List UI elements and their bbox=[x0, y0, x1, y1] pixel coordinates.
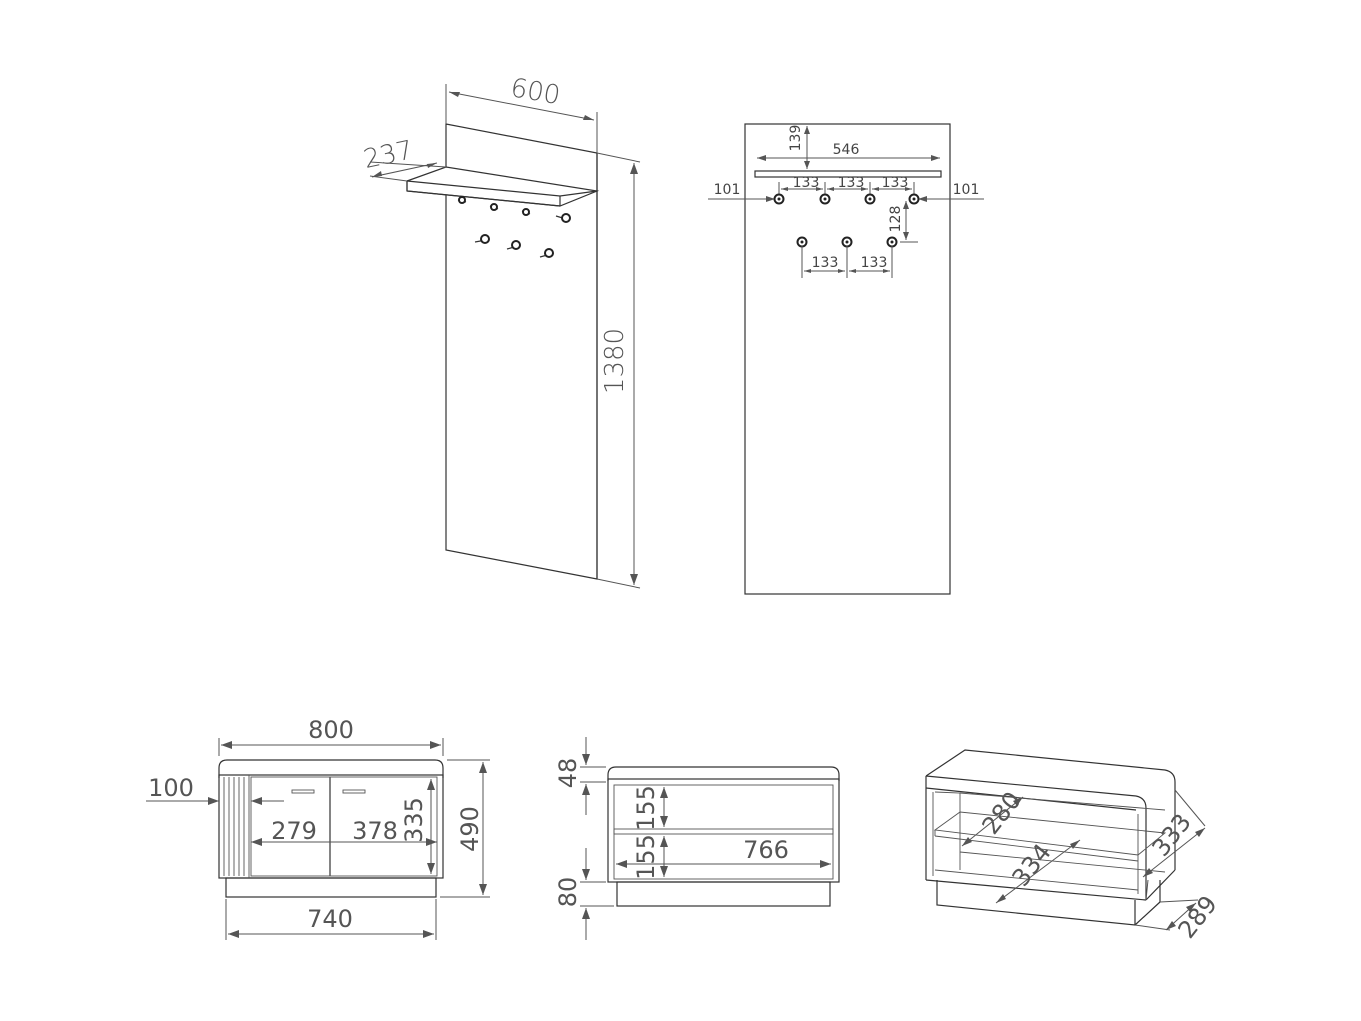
dim-plinth: 80 bbox=[554, 877, 582, 908]
panel-front-view: 139 546 133 133 133 101 101 bbox=[708, 123, 984, 595]
bench-front-view: 800 100 279 378 335 490 740 bbox=[146, 716, 490, 940]
dim-hook-spacing-3: 133 bbox=[882, 175, 909, 191]
dim-shelf-lower: 155 bbox=[632, 834, 660, 880]
slat-panel bbox=[223, 777, 245, 876]
bench-section-view: 48 155 155 766 80 bbox=[554, 737, 840, 940]
dim-shelf-upper: 155 bbox=[632, 785, 660, 831]
dim-lower-spacing-2: 133 bbox=[861, 255, 888, 271]
dim-hook-spacing-2: 133 bbox=[838, 175, 865, 191]
dim-base-width: 740 bbox=[307, 905, 353, 933]
dim-slat-width: 100 bbox=[148, 774, 194, 802]
dim-door-right: 378 bbox=[352, 817, 398, 845]
dim-door-left: 279 bbox=[271, 817, 317, 845]
dim-bench-total-height: 490 bbox=[456, 806, 484, 852]
bench-perspective-view: 280 334 333 289 bbox=[925, 749, 1223, 944]
dim-shelf-width: 546 bbox=[833, 142, 860, 158]
dim-door-height: 335 bbox=[400, 797, 428, 843]
dim-inner-width: 766 bbox=[743, 836, 789, 864]
handle-icon bbox=[342, 789, 366, 794]
dim-cushion: 48 bbox=[554, 758, 582, 789]
dim-row-gap: 128 bbox=[888, 206, 904, 233]
panel-perspective-view: 600 237 1380 bbox=[361, 73, 641, 589]
hook-icon bbox=[457, 196, 571, 258]
dim-total-depth: 333 bbox=[1147, 808, 1197, 861]
dim-lower-spacing-1: 133 bbox=[812, 255, 839, 271]
dim-panel-height: 1380 bbox=[600, 328, 630, 394]
handle-icon bbox=[291, 789, 315, 794]
dim-bench-total-width: 800 bbox=[308, 716, 354, 744]
dim-margin-right: 101 bbox=[953, 182, 980, 198]
dim-base-depth: 289 bbox=[1173, 890, 1223, 943]
dim-inner-depth: 334 bbox=[1007, 838, 1057, 891]
hook-icon bbox=[773, 193, 920, 248]
dim-margin-left: 101 bbox=[714, 182, 741, 198]
dim-hook-spacing-1: 133 bbox=[793, 175, 820, 191]
dim-top-offset: 139 bbox=[788, 125, 804, 152]
